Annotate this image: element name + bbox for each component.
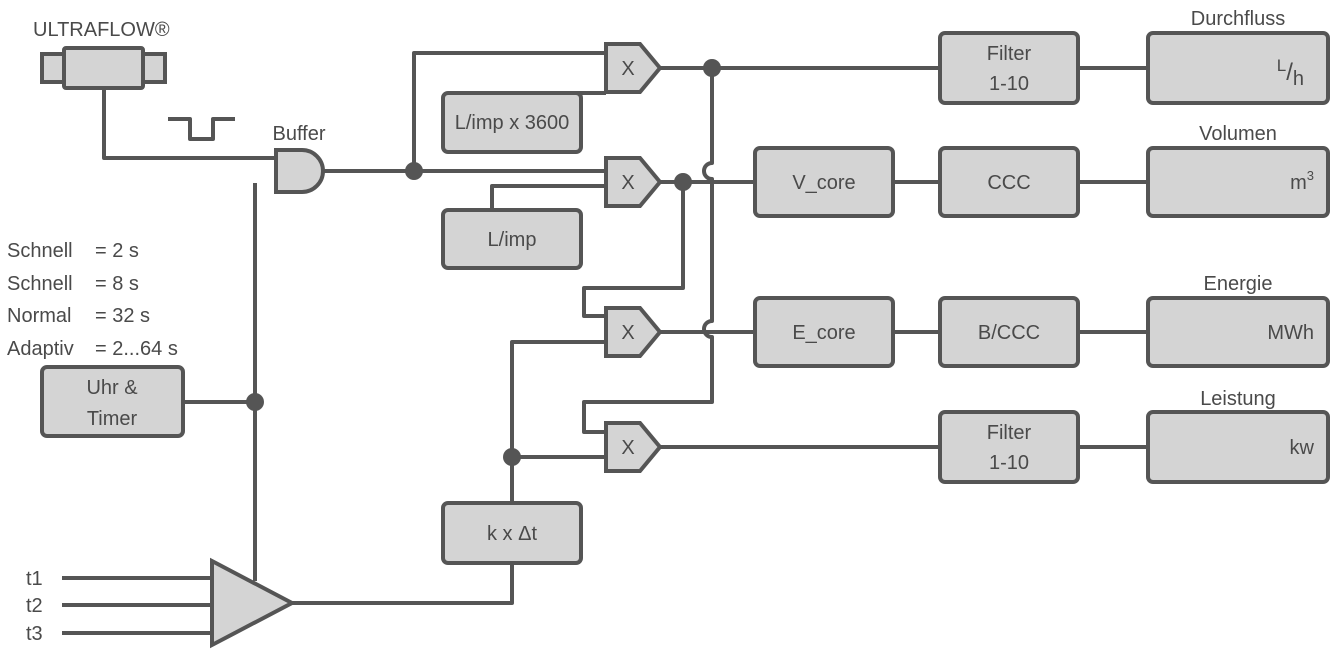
output-energy-unit: MWh (1267, 322, 1314, 344)
multiplier-volume: X (604, 156, 663, 208)
factor-block-volume: L/imp (441, 208, 583, 270)
mode-name: Schnell (7, 273, 73, 295)
input-label-t2: t2 (26, 595, 43, 617)
sensor-label: ULTRAFLOW® (33, 19, 170, 41)
ccc-label: CCC (987, 172, 1030, 194)
wire-factor-volume (490, 184, 606, 210)
ultraflow-sensor: ULTRAFLOW® (33, 19, 235, 141)
mode-name: Adaptiv (7, 338, 74, 360)
unit-sep: / (1286, 59, 1293, 86)
wire-inputs-k (292, 563, 514, 605)
k-delta-t-block: k x Δt (441, 501, 583, 565)
mode-value: = 32 s (95, 305, 150, 327)
wire-sensor-buffer (102, 86, 276, 160)
buffer-label: Buffer (273, 123, 326, 145)
clock-label-1: Uhr & (86, 377, 138, 399)
output-volume-title: Volumen (1199, 123, 1277, 145)
mode-name: Normal (7, 305, 71, 327)
bccc-block: B/CCC (938, 296, 1080, 368)
e-core-block: E_core (753, 296, 895, 368)
clock-timer-block: Uhr & Timer (40, 365, 185, 438)
unit-main: L (1277, 56, 1286, 75)
buffer-gate: Buffer (273, 123, 326, 194)
mode-value: = 8 s (95, 273, 139, 295)
wire-volume-bus (582, 182, 685, 318)
wire-flow-bus (582, 68, 714, 434)
filter-flow-label-2: 1-10 (989, 73, 1029, 95)
pulse-signal-icon (168, 117, 235, 141)
output-flow-unit: L/h (1277, 56, 1304, 90)
multiplier-power: X (604, 421, 663, 473)
multiplier-flow: X (604, 42, 663, 94)
interval-modes: Schnell = 2 s Schnell = 8 s Normal = 32 … (7, 240, 178, 360)
mode-value: = 2 s (95, 240, 139, 262)
output-power-unit: kw (1290, 437, 1315, 459)
input-label-t1: t1 (26, 568, 43, 590)
multiplier-label: X (621, 322, 634, 344)
unit-sup: 3 (1307, 168, 1314, 183)
output-power-title: Leistung (1200, 388, 1276, 410)
filter-power-label-2: 1-10 (989, 452, 1029, 474)
junction-dot (503, 448, 521, 466)
output-energy: Energie MWh (1146, 273, 1330, 368)
k-delta-t-label: k x Δt (487, 523, 537, 545)
junction-dots (246, 59, 721, 466)
and-gate-icon (274, 148, 325, 194)
clock-label-2: Timer (87, 408, 138, 430)
v-core-block: V_core (753, 146, 895, 218)
filter-block-flow: Filter 1-10 (938, 31, 1080, 105)
junction-dot (703, 59, 721, 77)
unit-main: m (1290, 172, 1307, 194)
flow-meter-icon (40, 46, 167, 90)
output-volume: Volumen m3 (1146, 123, 1330, 218)
multiplier-label: X (621, 437, 634, 459)
ccc-block: CCC (938, 146, 1080, 218)
filter-flow-label-1: Filter (987, 43, 1032, 65)
multiplier-label: X (621, 172, 634, 194)
mode-value: = 2...64 s (95, 338, 178, 360)
input-label-t3: t3 (26, 623, 43, 645)
output-flow: Durchfluss L/h (1146, 8, 1330, 105)
junction-dot (674, 173, 692, 191)
amplifier-triangle-icon (210, 557, 297, 649)
mode-name: Schnell (7, 240, 73, 262)
output-volume-unit: m3 (1290, 168, 1314, 194)
unit-sub: h (1293, 68, 1304, 90)
filter-block-power: Filter 1-10 (938, 410, 1080, 484)
factor-volume-label: L/imp (488, 229, 537, 251)
output-power: Leistung kw (1146, 388, 1330, 484)
multiplier-energy: X (604, 306, 663, 358)
output-flow-title: Durchfluss (1191, 8, 1285, 30)
temperature-inputs: t1 t2 t3 (26, 568, 43, 645)
junction-dot (405, 162, 423, 180)
factor-flow-label: L/imp x 3600 (455, 112, 570, 134)
multiplier-label: X (621, 58, 634, 80)
wire-branch-flow (412, 51, 606, 171)
v-core-label: V_core (792, 172, 855, 194)
factor-block-flow: L/imp x 3600 (441, 91, 583, 154)
filter-power-label-1: Filter (987, 422, 1032, 444)
output-energy-title: Energie (1204, 273, 1273, 295)
wire-k-bus (510, 340, 606, 503)
bccc-label: B/CCC (978, 322, 1040, 344)
junction-dot (246, 393, 264, 411)
e-core-label: E_core (792, 322, 855, 344)
